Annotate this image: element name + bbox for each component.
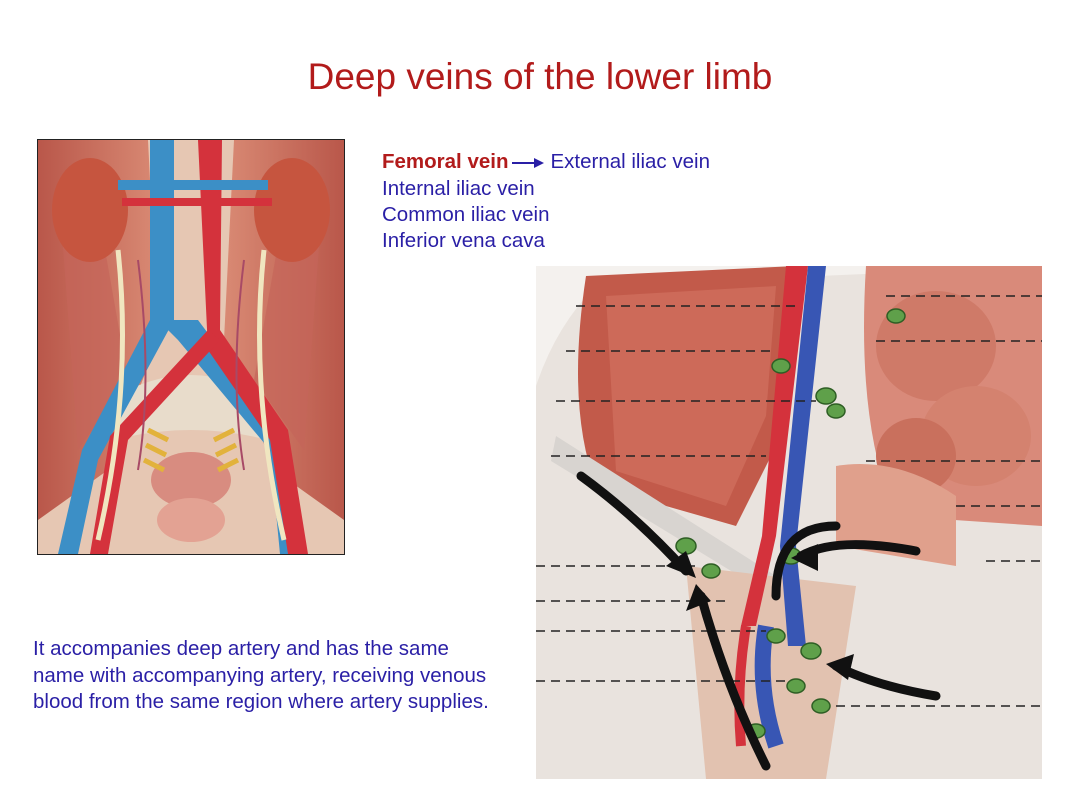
description-text: It accompanies deep artery and has the s… (33, 637, 489, 713)
abdominal-vessels-drawing (38, 140, 344, 554)
vein-pathway-first-row: Femoral vein External iliac vein (382, 149, 710, 176)
slide-title: Deep veins of the lower limb (307, 56, 773, 97)
inguinal-region-drawing (536, 266, 1042, 779)
vein-pathway-item: Internal iliac vein (382, 176, 535, 200)
inguinal-region-illustration (536, 266, 1042, 779)
vein-pathway-list: Femoral vein External iliac vein Internal… (382, 149, 710, 254)
vein-pathway-item: Common iliac vein (382, 202, 550, 226)
abdominal-vessels-illustration (37, 139, 345, 555)
vein-pathway-item: Inferior vena cava (382, 228, 545, 252)
external-iliac-vein-label: External iliac vein (550, 150, 710, 173)
femoral-vein-label: Femoral vein (382, 150, 509, 173)
right-arrow-icon (512, 150, 545, 176)
